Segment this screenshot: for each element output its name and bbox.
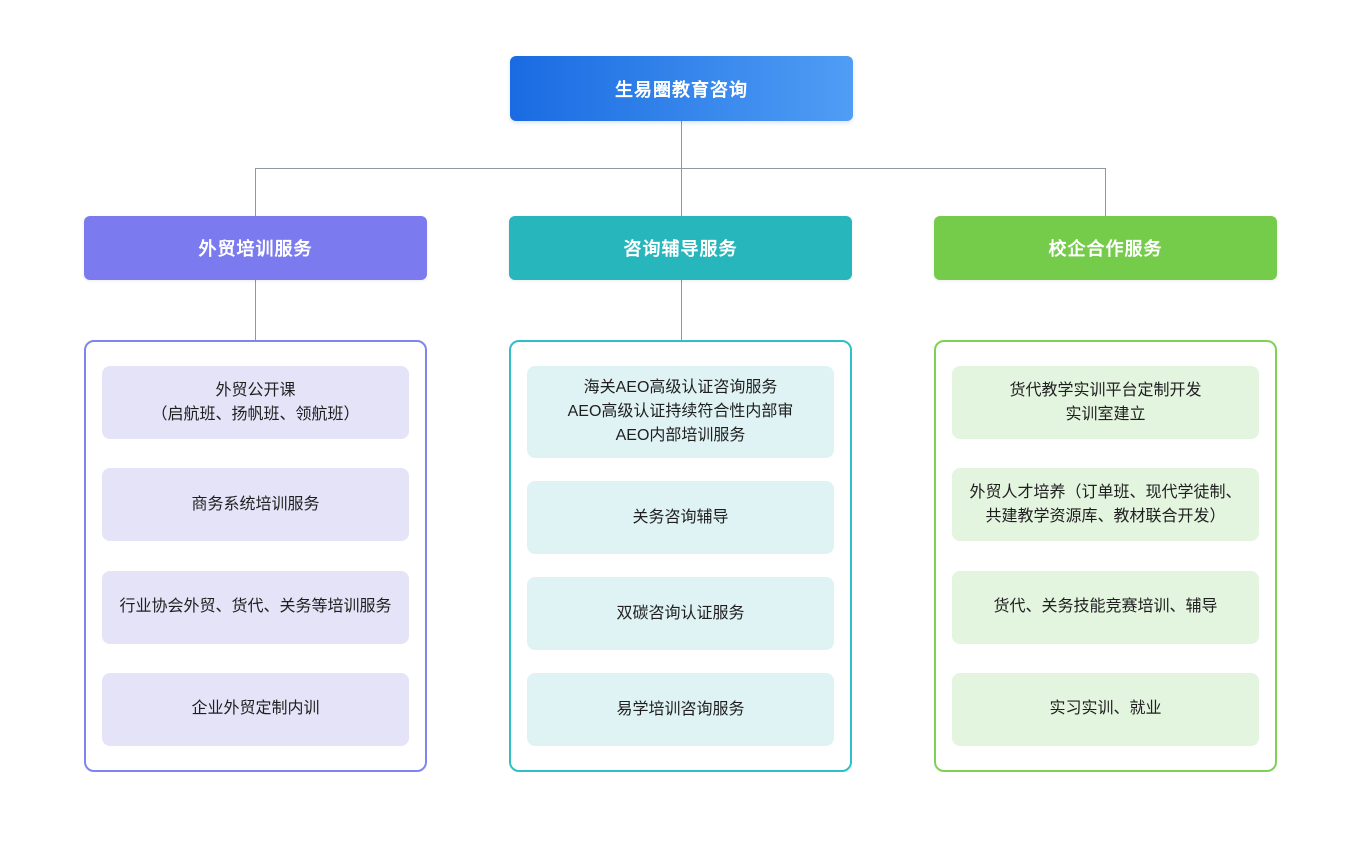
branch-item: 外贸人才培养（订单班、现代学徒制、共建教学资源库、教材联合开发） — [952, 468, 1259, 542]
branch-school-enterprise-cooperation: 校企合作服务 货代教学实训平台定制开发 实训室建立 外贸人才培养（订单班、现代学… — [934, 216, 1277, 772]
connector-header-box-left — [255, 280, 256, 340]
connector-horizontal-bar — [255, 168, 1106, 169]
branch-header: 校企合作服务 — [934, 216, 1277, 280]
branch-item: 货代教学实训平台定制开发 实训室建立 — [952, 366, 1259, 439]
root-node: 生易圈教育咨询 — [510, 56, 853, 121]
connector-header-box-mid — [681, 280, 682, 340]
branch-item: 易学培训咨询服务 — [527, 673, 834, 746]
branch-header-label: 校企合作服务 — [1048, 239, 1163, 259]
branch-item: 海关AEO高级认证咨询服务 AEO高级认证持续符合性内部审 AEO内部培训服务 — [527, 366, 834, 458]
branch-header: 外贸培训服务 — [84, 216, 427, 280]
root-node-label: 生易圈教育咨询 — [615, 79, 748, 100]
branch-item: 企业外贸定制内训 — [102, 672, 409, 746]
branch-item: 商务系统培训服务 — [102, 468, 409, 542]
branch-item: 双碳咨询认证服务 — [527, 577, 834, 650]
branch-consulting-coaching: 咨询辅导服务 海关AEO高级认证咨询服务 AEO高级认证持续符合性内部审 AEO… — [509, 216, 852, 772]
connector-drop-right — [1105, 168, 1106, 216]
branch-item-group: 外贸公开课 （启航班、扬帆班、领航班） 商务系统培训服务 行业协会外贸、货代、关… — [84, 340, 427, 772]
branch-item: 外贸公开课 （启航班、扬帆班、领航班） — [102, 366, 409, 439]
branch-item: 行业协会外贸、货代、关务等培训服务 — [102, 570, 409, 644]
branch-item: 关务咨询辅导 — [527, 481, 834, 554]
branch-header-label: 外贸培训服务 — [198, 239, 313, 259]
branch-item: 实习实训、就业 — [952, 672, 1259, 746]
branch-header: 咨询辅导服务 — [509, 216, 852, 280]
branch-item: 货代、关务技能竞赛培训、辅导 — [952, 570, 1259, 644]
branch-item-group: 海关AEO高级认证咨询服务 AEO高级认证持续符合性内部审 AEO内部培训服务 … — [509, 340, 852, 772]
branch-foreign-trade-training: 外贸培训服务 外贸公开课 （启航班、扬帆班、领航班） 商务系统培训服务 行业协会… — [84, 216, 427, 772]
branch-item-group: 货代教学实训平台定制开发 实训室建立 外贸人才培养（订单班、现代学徒制、共建教学… — [934, 340, 1277, 772]
branch-header-label: 咨询辅导服务 — [623, 239, 738, 259]
connector-drop-left — [255, 168, 256, 216]
